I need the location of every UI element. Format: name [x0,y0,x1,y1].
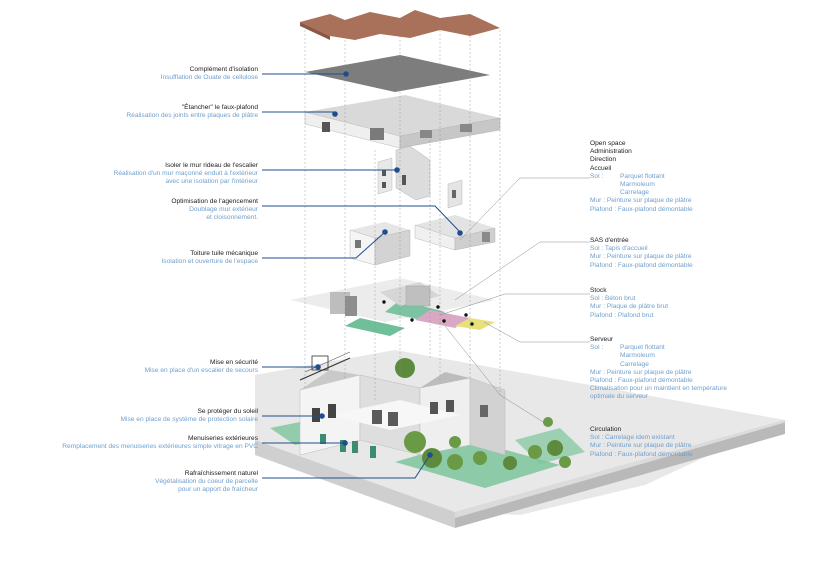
leader-dots [315,71,463,458]
label-title: Se protéger du soleil [197,408,258,415]
wall-value: Mur : Peinture sur plaque de plâtre [590,442,692,450]
floor-value: Carrelage [620,360,649,368]
room-title: Circulation [590,426,622,433]
label-false-ceiling: "Étancher" le faux-plafond Réalisation d… [126,104,258,120]
label-open-space: Open space Administration Direction Accu… [590,140,693,214]
wall-value: Mur : Plaque de plâtre brut [590,303,669,311]
label-sub: Mise en place d'un escalier de secours [144,367,258,375]
label-title: Isoler le mur rideau de l'escalier [165,162,258,169]
label-title: Mise en sécurité [209,359,258,366]
label-cooling: Rafraîchissement naturel Végétalisation … [155,470,258,495]
label-stair-wall: Isoler le mur rideau de l'escalier Réali… [114,162,258,187]
right-leader-lines [439,177,590,426]
label-sun-protection: Se protéger du soleil Mise en place de s… [121,408,258,424]
floor-value: Marmoleum [620,352,655,360]
note-line: optimale du serveur [590,393,648,401]
room-title: SAS d'entrée [590,237,629,244]
wall-value: Mur : Peinture sur plaque de plâtre [590,368,692,376]
room-title: Accueil [590,164,612,172]
label-stock: Stock Sol : Béton brut Mur : Plaque de p… [590,287,668,320]
label-sub: Réalisation d'un mur maçonné enduit à l'… [113,170,258,178]
label-title: Toiture tuile mécanique [190,250,258,257]
label-sub: Mise en place de système de protection s… [120,416,258,424]
note-line: Climatisation pour un maintient en tempé… [590,385,728,393]
floor-value: Parquet flottant [620,344,665,352]
label-layout: Optimisation de l'agencement Doublage mu… [171,198,258,223]
wall-value: Mur : Peinture sur plaque de plâtre [590,197,692,205]
partition-walls-layer [349,215,496,266]
label-sub: pour un apport de fraîcheur [178,486,258,494]
room-title: Stock [590,287,607,294]
label-sub: Réalisation des joints entre plaques de … [126,112,258,120]
floor-value: Sol : Carrelage idem existant [590,434,675,442]
label-sub: Insufflation de Ouate de cellulose [160,74,258,82]
stair-wall-pieces [377,145,463,209]
projection-lines [304,20,501,400]
label-sub: Végétalisation du coeur de parcelle [154,478,258,486]
left-leader-lines [262,73,461,479]
room-title: Serveur [590,336,614,343]
label-title: Optimisation de l'agencement [171,198,258,205]
ceiling-value: Plafond : Plafond brut [590,311,654,319]
floor-value: Sol : Béton brut [590,295,636,303]
label-sub: et cloisonnement. [206,214,258,222]
escape-stair [299,351,351,381]
room-title: Administration [590,148,632,156]
wall-value: Mur : Peinture sur plaque de plâtre [590,253,692,261]
ceiling-value: Plafond : Faux-plafond démontable [590,377,693,385]
floor-plan-layer [290,278,495,336]
label-title: Complément d'isolation [189,66,258,73]
false-ceiling-layer [304,95,501,149]
floor-key: Sol : [590,172,604,180]
trees [395,358,571,470]
insulation-layer [305,55,490,92]
label-insulation: Complément d'isolation Insufflation de O… [161,66,258,82]
floor-row: Sol : Parquet flottant [590,344,727,352]
floor-value: Parquet flottant [620,172,665,180]
label-sas: SAS d'entrée Sol : Tapis d'accueil Mur :… [590,237,693,270]
label-title: Rafraîchissement naturel [184,470,258,477]
room-title: Open space [590,140,626,147]
label-circulation: Circulation Sol : Carrelage idem existan… [590,426,693,459]
building-ground [299,370,506,458]
label-security: Mise en sécurité Mise en place d'un esca… [145,359,258,375]
label-sub: Remplacement des menuiseries extérieures… [62,443,258,451]
ceiling-value: Plafond : Faux-plafond démontable [590,205,693,213]
floor-key: Sol : [590,344,604,352]
label-sub: avec une isolation par l'intérieur [165,178,258,186]
ceiling-value: Plafond : Faux-plafond démontable [590,450,693,458]
label-sub: Doublage mur extérieur [189,206,258,214]
floor-value: Carrelage [620,189,649,197]
floor-value: Marmoleum [620,181,655,189]
label-roof: Toiture tuile mécanique Isolation et ouv… [161,250,258,266]
label-title: "Étancher" le faux-plafond [181,104,258,111]
label-title: Menuiseries extérieures [188,435,258,442]
ceiling-value: Plafond : Faux-plafond démontable [590,261,693,269]
label-server: Serveur Sol : Parquet flottant Marmoleum… [590,336,727,402]
floor-value: Sol : Tapis d'accueil [590,245,648,253]
label-sub: Isolation et ouverture de l'espace [161,258,258,266]
room-title: Direction [590,156,617,164]
floor-row: Sol : Parquet flottant [590,173,693,181]
label-windows: Menuiseries extérieures Remplacement des… [62,435,258,451]
